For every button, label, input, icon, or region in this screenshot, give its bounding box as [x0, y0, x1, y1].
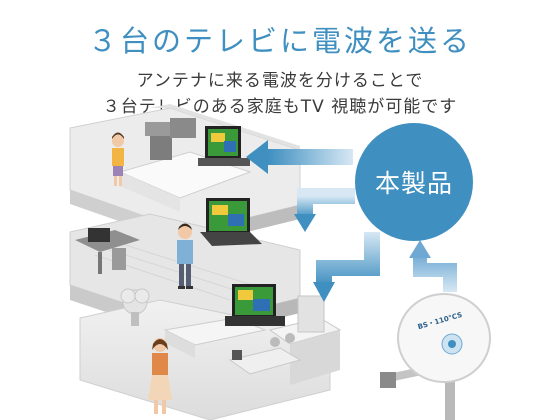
signal-arrow-to-floor-2 [294, 188, 355, 232]
signal-arrow-from-antenna [409, 240, 457, 292]
floor-1 [79, 284, 342, 420]
signal-arrow-to-floor-3 [246, 140, 353, 174]
description-line-1: アンテナに来る電波を分けることで [136, 71, 424, 91]
signal-arrow-to-floor-1 [313, 232, 380, 302]
headline: ３台のテレビに電波を送る [87, 24, 472, 58]
satellite-antenna [380, 293, 491, 420]
product-badge: 本製品 [355, 123, 473, 241]
